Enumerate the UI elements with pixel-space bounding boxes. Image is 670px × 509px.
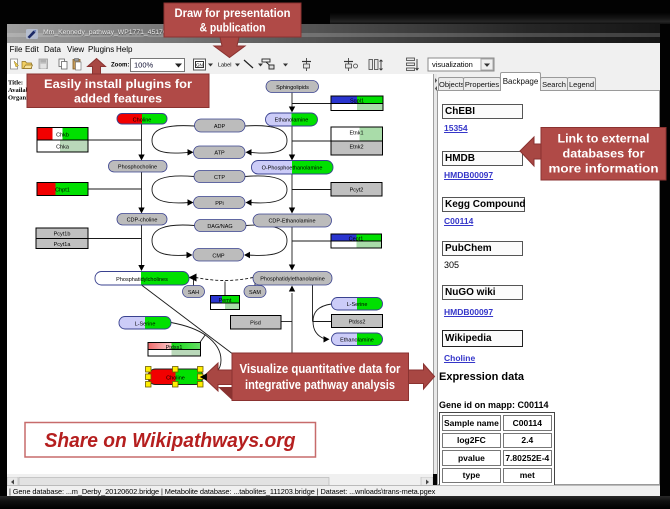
svg-text:ADP: ADP: [214, 124, 226, 130]
svg-text:GN: GN: [196, 63, 203, 68]
svg-text:Chkb: Chkb: [56, 133, 69, 139]
svg-text:Ethanolamine: Ethanolamine: [275, 118, 309, 124]
svg-text:O-Phosphoethanolamine: O-Phosphoethanolamine: [262, 166, 323, 172]
svg-text:CTP: CTP: [214, 175, 225, 181]
svg-text:Sgpl1: Sgpl1: [350, 99, 364, 105]
svg-text:Ethanolamine: Ethanolamine: [340, 338, 374, 344]
svg-text:Easily install plugins for: Easily install plugins for: [44, 77, 192, 91]
svg-text:DAG/NAG: DAG/NAG: [207, 224, 232, 230]
svg-text:Etnk1: Etnk1: [349, 131, 363, 137]
svg-text:PPi: PPi: [215, 201, 224, 207]
svg-text:L-Serine: L-Serine: [347, 302, 368, 308]
svg-text:Cept1: Cept1: [349, 237, 364, 243]
svg-text:Pcyt1b: Pcyt1b: [54, 232, 71, 238]
svg-text:CMP: CMP: [212, 254, 225, 260]
svg-text:Link to external: Link to external: [558, 132, 650, 146]
svg-text:SAM: SAM: [249, 290, 261, 296]
svg-text:L-Serine: L-Serine: [135, 322, 156, 328]
svg-text:added features: added features: [74, 92, 162, 106]
svg-text:integrative pathway analysis: integrative pathway analysis: [245, 378, 395, 392]
svg-text:Choline: Choline: [166, 376, 185, 382]
svg-text:ATP: ATP: [214, 151, 225, 157]
svg-text:more information: more information: [549, 162, 659, 176]
svg-text:Chka: Chka: [56, 145, 70, 151]
svg-text:Visualize quantitative data f: Visualize quantitative data for: [240, 362, 401, 376]
svg-text:CDP-Ethanolamine: CDP-Ethanolamine: [268, 219, 315, 225]
svg-text:Pcyt2: Pcyt2: [350, 188, 364, 194]
svg-text:Ptdss2: Ptdss2: [349, 320, 366, 326]
svg-text:Chpt1: Chpt1: [55, 188, 70, 194]
svg-text:Phosphocholine: Phosphocholine: [118, 165, 157, 171]
svg-text:& publication: & publication: [200, 21, 266, 35]
svg-text:Etnk2: Etnk2: [349, 145, 363, 151]
svg-text:Pcyt1a: Pcyt1a: [54, 242, 72, 248]
svg-text:Phosphatidylethanolamine: Phosphatidylethanolamine: [260, 277, 325, 283]
svg-text:databases for: databases for: [563, 147, 645, 161]
svg-text:Zoom:: Zoom:: [111, 63, 129, 69]
svg-text:Sphingolipids: Sphingolipids: [276, 85, 309, 91]
svg-text:CDP-choline: CDP-choline: [127, 218, 158, 224]
svg-text:SAH: SAH: [188, 290, 199, 296]
svg-text:Pemt: Pemt: [219, 298, 232, 304]
svg-text:Draw for presentation: Draw for presentation: [175, 6, 291, 20]
svg-text:100%: 100%: [134, 61, 154, 70]
svg-text:Phosphatidylcholines: Phosphatidylcholines: [116, 277, 168, 283]
svg-text:Title:: Title:: [8, 80, 23, 87]
svg-text:Pisd: Pisd: [250, 321, 261, 327]
svg-text:Availab: Availab: [8, 87, 30, 94]
svg-text:Share on Wikipathways.org: Share on Wikipathways.org: [45, 430, 296, 452]
svg-text:visualization: visualization: [432, 60, 473, 69]
svg-text:Organis: Organis: [8, 95, 31, 102]
svg-text:Ptdss1: Ptdss1: [166, 345, 183, 351]
svg-text:Label: Label: [218, 63, 231, 69]
svg-text:Choline: Choline: [133, 118, 152, 124]
